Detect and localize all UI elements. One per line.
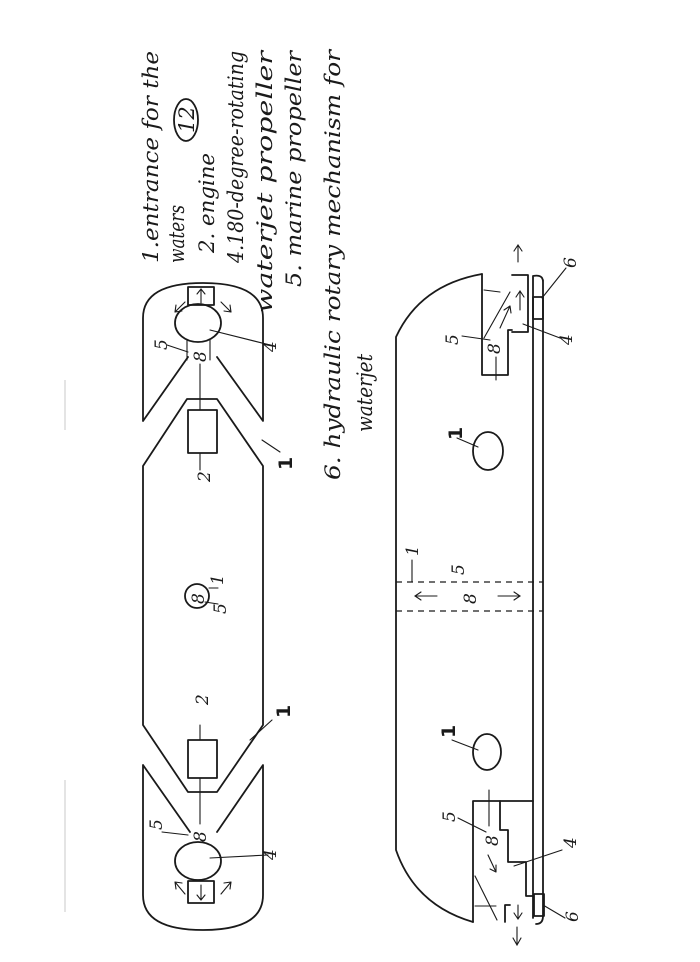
callout-propeller: 5 <box>147 819 167 830</box>
side-view: 8 8 8 5 4 6 1 1 5 1 <box>396 245 583 945</box>
callout-waterjet: 4 <box>261 341 281 353</box>
propeller-symbol: 8 <box>191 831 211 842</box>
arrow-up-icon <box>197 289 205 303</box>
top-view: 8 8 8 4 5 2 1 1 5 2 1 5 4 <box>143 283 297 930</box>
callout-propeller: 5 <box>440 811 460 822</box>
legend-line-waterjet: 4.180-degree-rotating <box>224 51 248 264</box>
thrust-arrow-icon <box>513 927 521 945</box>
inlet-circle <box>473 734 501 770</box>
engine-box <box>188 740 217 778</box>
callout-entrance: 1 <box>403 545 423 556</box>
callout-entrance: 1 <box>438 725 460 738</box>
legend-line-entrance: 1.entrance for the <box>139 51 163 263</box>
svg-text:12: 12 <box>175 106 199 133</box>
bottom-cap-outline <box>143 765 263 930</box>
legend-line-hydraulic: 6. hydraulic rotary mechanism for <box>321 48 345 480</box>
inlet-circle <box>473 432 503 470</box>
legend-line-waterjet-3: waterjet <box>353 354 377 432</box>
leader-line <box>542 268 566 298</box>
duct-line <box>475 876 497 920</box>
legend-line-engine: 2. engine <box>195 153 219 254</box>
leader-line <box>210 855 268 858</box>
flow-arrow-icon <box>488 855 496 872</box>
leader-line <box>162 832 188 835</box>
callout-hydraulic: 6 <box>563 911 583 922</box>
waterjet-rotor <box>175 842 221 880</box>
waterjet-rotor <box>175 304 221 342</box>
legend-line-waters: waters <box>165 205 189 263</box>
callout-entrance: 1 <box>273 705 295 718</box>
callout-engine: 2 <box>195 471 215 483</box>
callout-waterjet: 4 <box>561 837 581 849</box>
propeller-symbol: 8 <box>483 835 503 846</box>
propeller-symbol: 8 <box>191 351 211 362</box>
bay-line <box>484 290 500 292</box>
callout-entrance: 1 <box>445 427 467 440</box>
arrow-right-icon <box>498 592 520 600</box>
callout-waterjet: 4 <box>261 849 281 861</box>
propeller-symbol: 8 <box>461 593 481 604</box>
arrow-down-icon <box>197 885 205 900</box>
arrow-icon <box>221 302 231 312</box>
legend-line-marine-propeller: 5. marine propeller <box>282 49 306 287</box>
callout-propeller: 5 <box>449 564 469 575</box>
callout-propeller: 5 <box>443 334 463 345</box>
callout-propeller: 5 <box>211 603 231 614</box>
nozzle-outline <box>505 905 510 922</box>
engine-box <box>188 410 217 453</box>
callout-engine: 2 <box>193 694 213 706</box>
leader-line <box>543 905 565 918</box>
leader-line <box>514 850 562 866</box>
leader-line <box>250 720 272 740</box>
leader-line <box>458 818 486 832</box>
hull-bottom-plate <box>533 276 543 924</box>
bottom-jet-housing <box>500 801 533 896</box>
propeller-symbol: 8 <box>485 343 505 354</box>
callout-waterjet: 4 <box>557 334 577 346</box>
callout-propeller: 5 <box>152 339 172 350</box>
callout-hydraulic: 6 <box>561 257 581 268</box>
callout-entrance: 1 <box>208 574 228 585</box>
flow-arrow-icon <box>514 905 522 919</box>
callout-entrance: 1 <box>275 457 297 470</box>
top-bay-outline <box>482 274 512 375</box>
leader-line <box>462 336 490 340</box>
figure-number: 12 <box>174 99 199 141</box>
arrow-left-icon <box>415 592 437 600</box>
flow-arrow-icon <box>516 291 524 310</box>
flow-arrow-icon <box>500 306 511 328</box>
arrow-icon <box>175 882 185 894</box>
arrow-icon <box>221 882 231 894</box>
legend-line-waterjet-2: waterjet propeller <box>253 48 277 313</box>
thrust-arrow-icon <box>514 245 522 262</box>
leader-line <box>262 440 280 452</box>
hydraulic-mechanism <box>533 297 543 319</box>
